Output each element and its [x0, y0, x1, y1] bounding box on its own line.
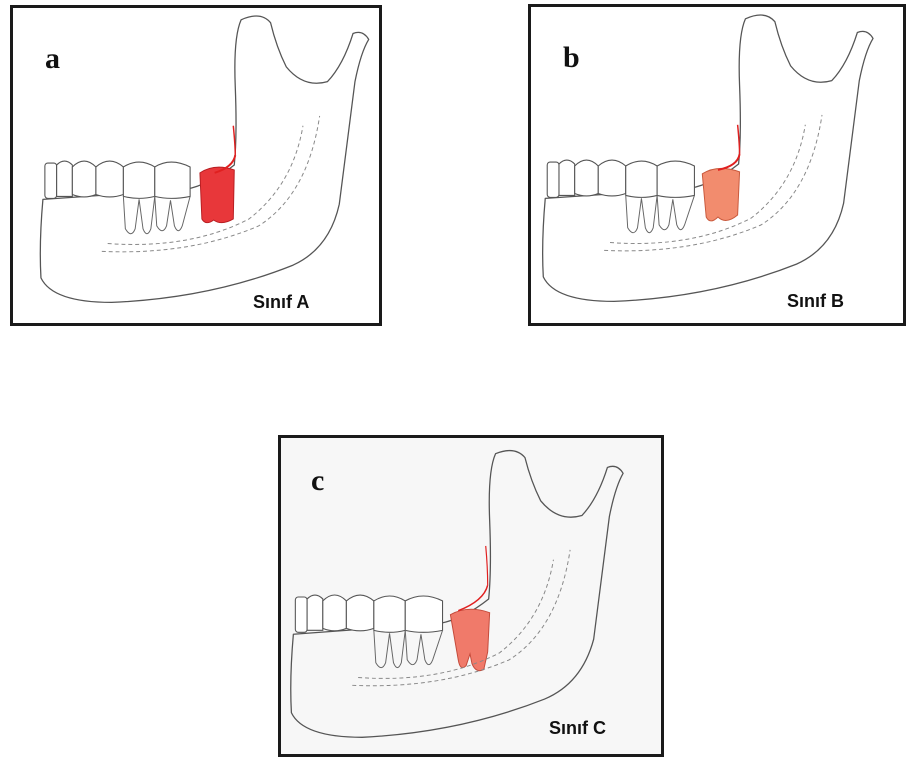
impacted-tooth-b [702, 168, 739, 221]
mandible-diagram-a [13, 8, 379, 323]
mandible-diagram-b [531, 7, 903, 323]
panel-caption-a: Sınıf A [253, 292, 309, 313]
impacted-tooth-a [200, 167, 234, 223]
panel-letter-a: a [45, 44, 60, 74]
mandible-diagram-c [281, 438, 661, 754]
panel-c: c Sınıf C [278, 435, 664, 757]
panel-letter-c: c [311, 466, 324, 496]
teeth-row [295, 595, 442, 668]
impacted-tooth-c [450, 609, 489, 671]
panel-a: a Sınıf A [10, 5, 382, 326]
panel-letter-b: b [563, 43, 580, 73]
panel-caption-c: Sınıf C [549, 718, 606, 739]
panel-caption-b: Sınıf B [787, 291, 844, 312]
panel-b: b Sınıf B [528, 4, 906, 326]
